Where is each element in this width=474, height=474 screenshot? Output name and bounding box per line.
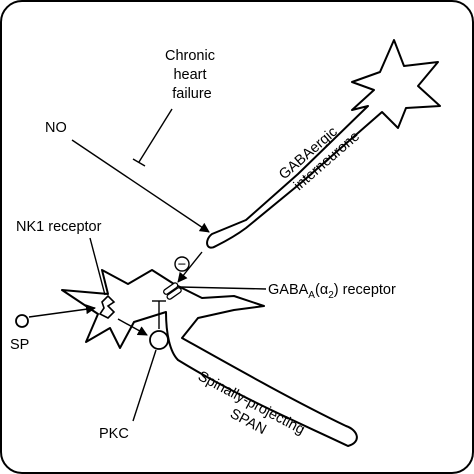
chf-inhibition-bar: [132, 158, 146, 167]
nk1-to-pkc-arrow: [117, 318, 148, 336]
inhibitory-sign: −: [178, 257, 186, 273]
inhibitory-sign-circle: [174, 256, 190, 272]
nk1-receptor-label: NK1 receptor: [16, 219, 102, 235]
gaba-receptor-label: GABAA(α2) receptor: [268, 282, 396, 301]
chf-inhibition-line: [138, 108, 173, 163]
chronic-heart-failure-label: Chronic heart failure: [165, 48, 219, 102]
nk1-receptor-shape: [98, 294, 116, 319]
no-label: NO: [45, 120, 67, 136]
no-arrow: [71, 139, 210, 233]
nk1-label-line: [89, 237, 106, 296]
pkc-node: [149, 330, 169, 350]
gaba-receptor-label-line: [179, 286, 267, 290]
span-neuron-shape: [61, 269, 358, 447]
gaba-a-receptor-shape: [163, 282, 182, 300]
sp-to-nk1-arrow: [28, 304, 96, 318]
sp-label: SP: [10, 337, 29, 353]
pkc-label-line: [132, 349, 157, 422]
sp-node: [15, 314, 29, 328]
interneurone-to-receptor-arrow: [177, 251, 203, 283]
gabaergic-interneurone-shape: [206, 39, 441, 249]
pkc-label: PKC: [99, 426, 129, 442]
